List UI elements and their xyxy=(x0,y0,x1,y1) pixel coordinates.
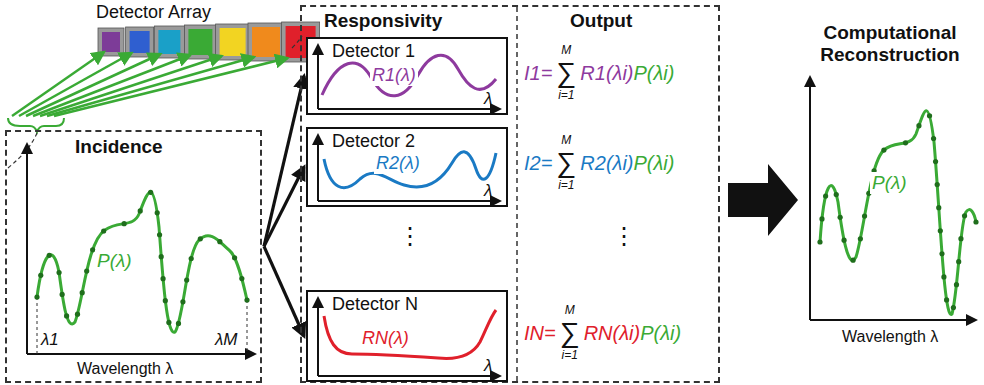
sum-symbol: ∑ xyxy=(556,57,576,89)
plot-label: Output xyxy=(570,10,632,32)
plot-label: RN(λ) xyxy=(360,328,411,349)
sum-symbol: ∑ xyxy=(560,317,580,349)
plot-label: Wavelength λ xyxy=(842,328,938,346)
responsivity-term: R1(λi) xyxy=(580,62,633,85)
signal-arrow xyxy=(264,167,304,246)
responsivity-term: RN(λi) xyxy=(584,322,641,345)
ellipsis-dots: ⋮ xyxy=(612,222,636,250)
plot-label: R2(λ) xyxy=(374,153,422,174)
plot-label: R1(λ) xyxy=(370,65,418,86)
array-title: Detector Array xyxy=(96,2,211,23)
incidence-panel: IncidenceP(λ) λ1 λM Wavelength λ xyxy=(5,130,262,383)
responsivity-term: R2(λi) xyxy=(580,152,633,175)
plot-label: λ xyxy=(484,356,492,376)
block-arrow xyxy=(728,164,798,236)
detector-plot: Detector 2R2(λ) λ xyxy=(306,127,508,207)
sum-upper-limit: M xyxy=(565,304,575,318)
signal-arrow xyxy=(264,246,304,336)
sum-upper-limit: M xyxy=(561,134,571,148)
output-symbol: I2= xyxy=(524,152,552,175)
reconstruction-panel: Computational ReconstructionP(λ) Waveleng… xyxy=(800,22,980,382)
node-title: Detector N xyxy=(332,294,418,315)
node-title: Computational Reconstruction xyxy=(800,22,980,66)
node-title: Responsivity xyxy=(324,10,442,32)
plot-label: λ xyxy=(484,89,492,109)
node-title: Incidence xyxy=(75,136,163,158)
power-term: P(λi) xyxy=(634,62,675,85)
sum-lower-limit: i=1 xyxy=(558,89,574,103)
node-title: Detector 2 xyxy=(332,131,415,152)
plot-label: λ xyxy=(484,181,492,201)
plot-label: P(λ) xyxy=(870,172,909,194)
plot-label: P(λ) xyxy=(95,250,134,272)
plot-label: λM xyxy=(215,330,238,350)
sum-symbol: ∑ xyxy=(556,147,576,179)
plot-label: Wavelength λ xyxy=(77,360,173,378)
detector-plot: Detector N RN(λ) λ xyxy=(306,290,508,382)
plot-label: λ1 xyxy=(41,330,59,350)
sum-lower-limit: i=1 xyxy=(561,349,577,363)
node-title: Detector 1 xyxy=(332,41,415,62)
output-symbol: I1= xyxy=(524,62,552,85)
sum-upper-limit: M xyxy=(561,44,571,58)
signal-arrow xyxy=(264,76,304,246)
output-symbol: IN= xyxy=(524,322,556,345)
sum-lower-limit: i=1 xyxy=(558,179,574,193)
detector-plot: Detector 1 R1(λ) λ xyxy=(306,37,508,115)
power-term: P(λi) xyxy=(640,322,681,345)
power-term: P(λi) xyxy=(634,152,675,175)
ellipsis-dots: ⋮ xyxy=(398,222,422,250)
